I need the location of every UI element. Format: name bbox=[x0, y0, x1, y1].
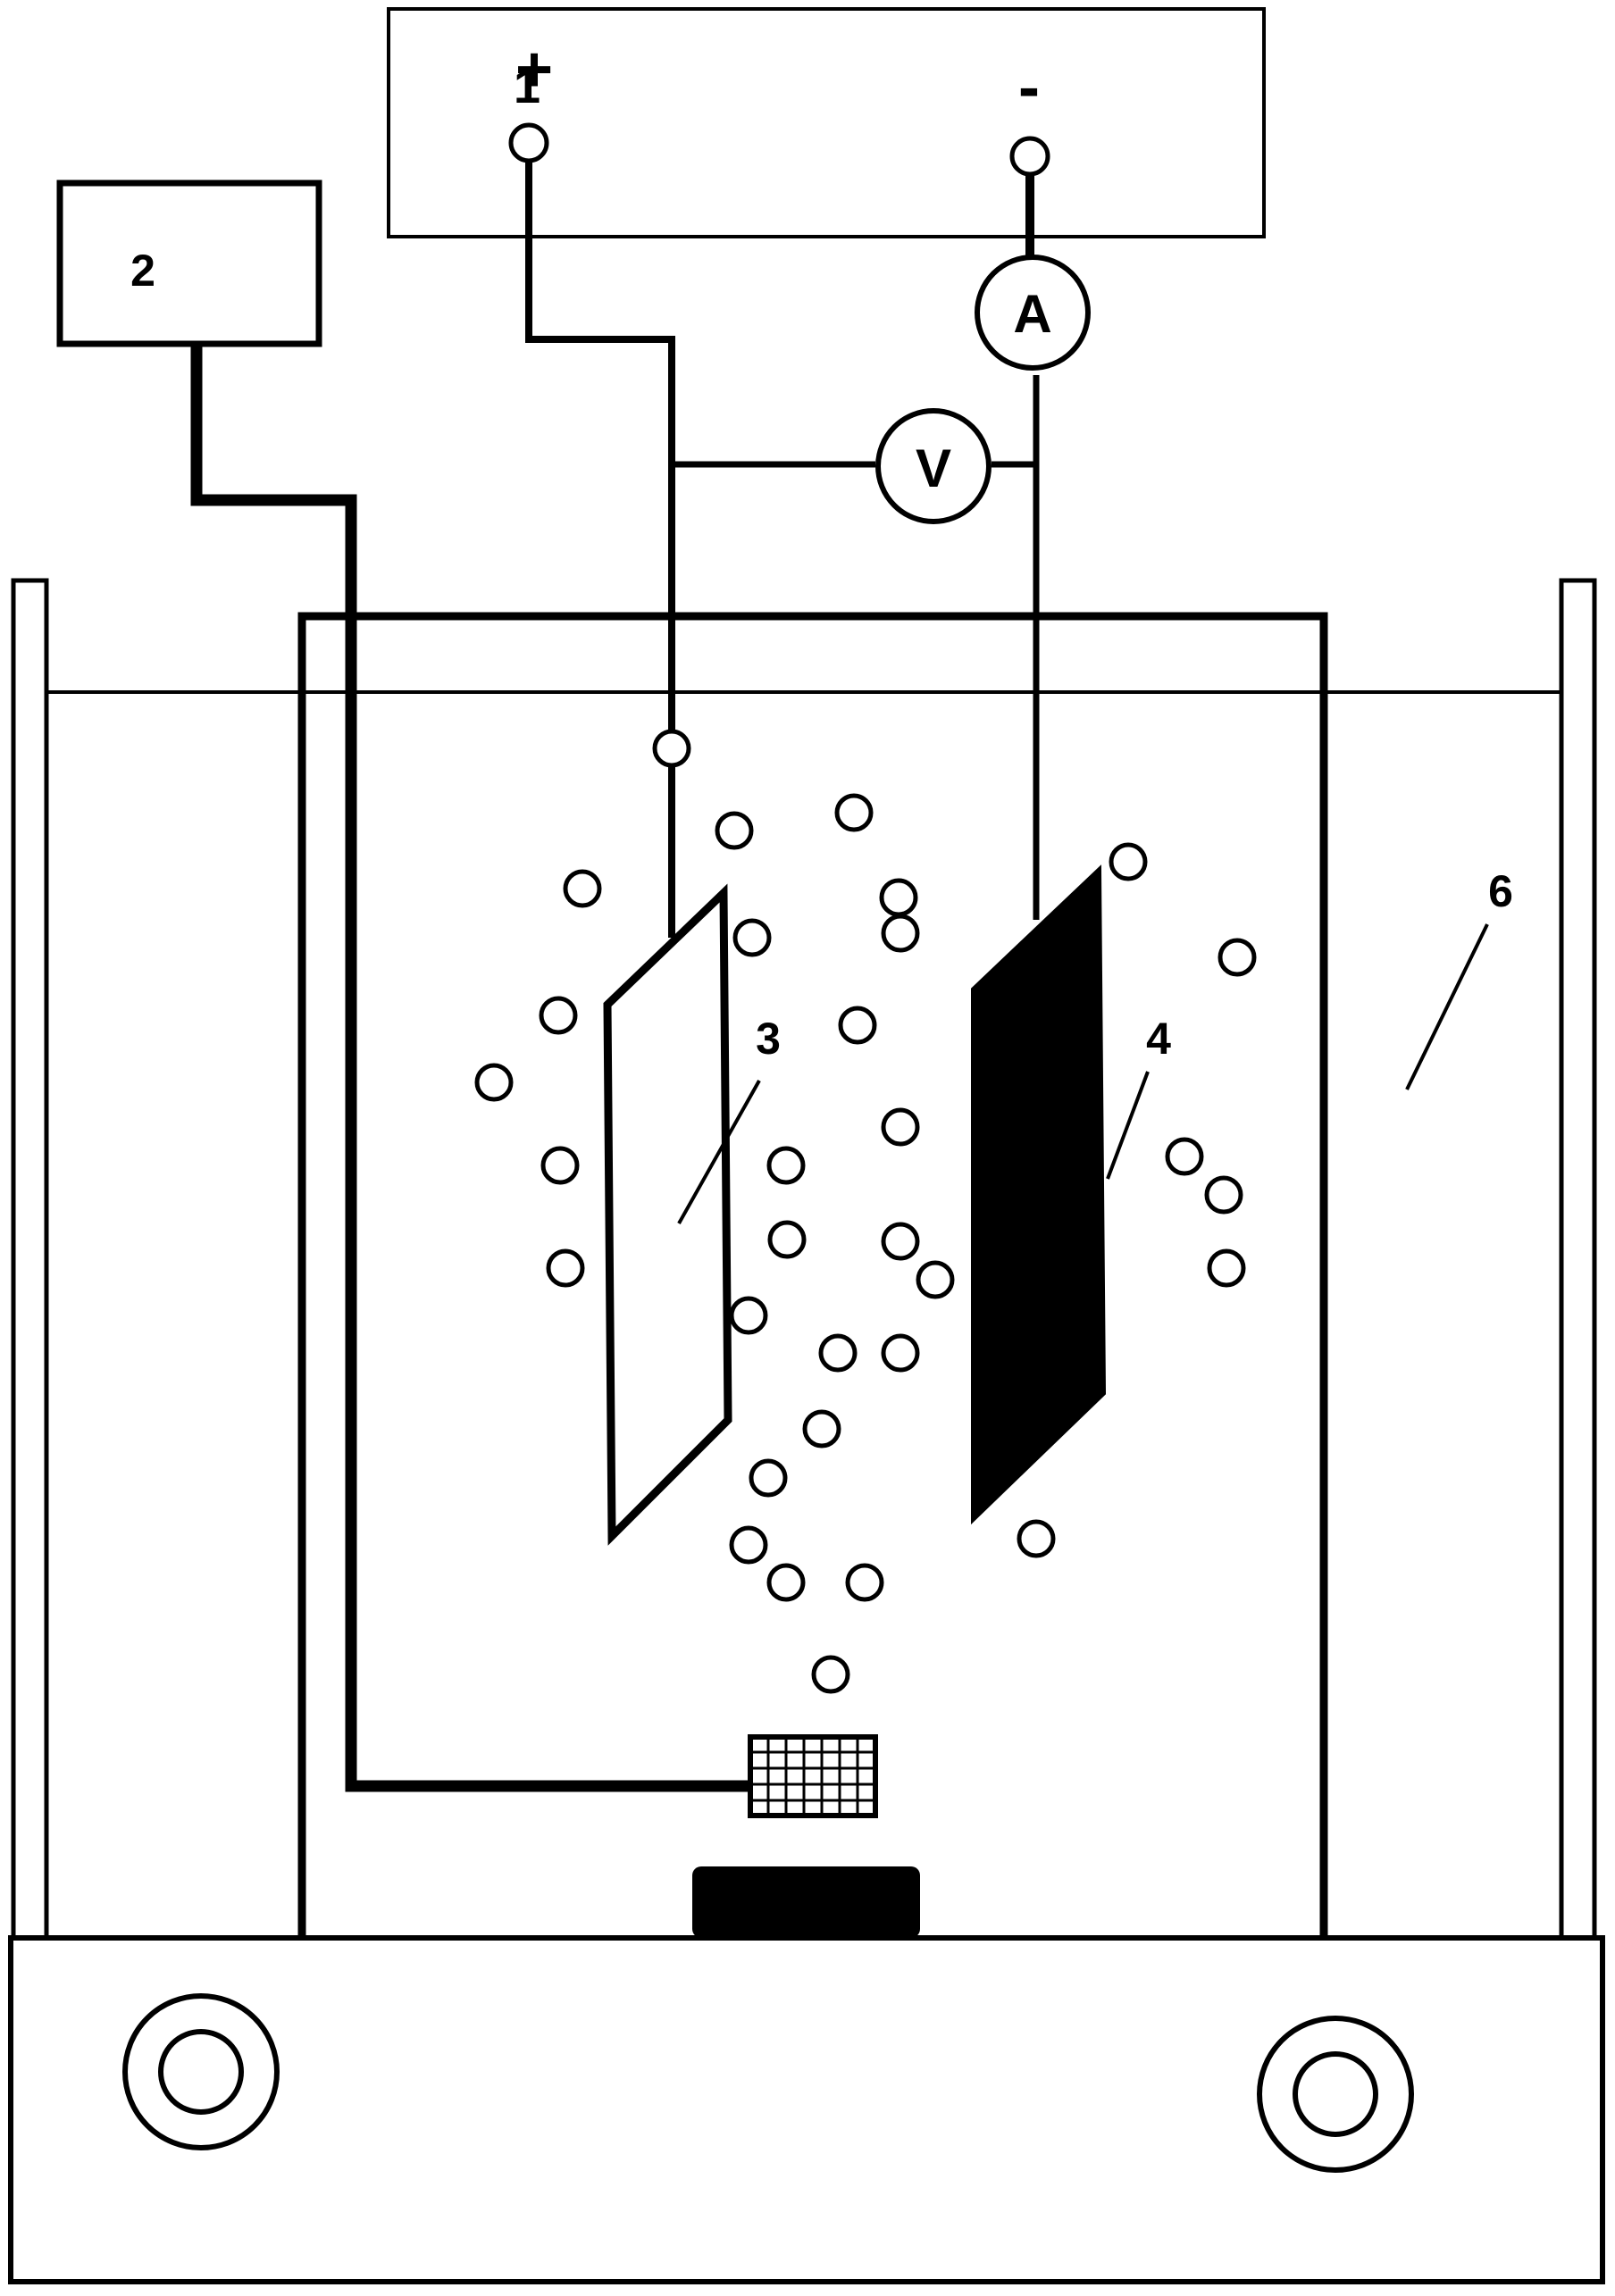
label-gas-source: 2 bbox=[130, 246, 155, 296]
positive-lead-wire bbox=[525, 161, 675, 938]
stirrer-base bbox=[8, 1935, 1605, 2284]
bubble bbox=[546, 1248, 585, 1288]
bubble bbox=[767, 1220, 807, 1259]
positive-terminal-icon bbox=[508, 122, 549, 163]
bubble bbox=[732, 918, 772, 957]
voltmeter-symbol: V bbox=[916, 438, 951, 498]
bubble bbox=[539, 996, 578, 1035]
bubble bbox=[715, 811, 754, 850]
bubble bbox=[729, 1525, 768, 1565]
label-water-bath: 6 bbox=[1488, 866, 1513, 916]
bubble bbox=[916, 1260, 955, 1299]
label-power-supply: 1 bbox=[514, 60, 540, 113]
right-knob-icon bbox=[1257, 2016, 1414, 2173]
bubble bbox=[881, 1107, 920, 1147]
bubble bbox=[563, 869, 602, 908]
label-anode-plate: 3 bbox=[756, 1014, 781, 1064]
bubble bbox=[1109, 842, 1148, 881]
bubble bbox=[749, 1458, 788, 1498]
bubble bbox=[881, 1333, 920, 1373]
bubble bbox=[802, 1409, 841, 1449]
bubble bbox=[818, 1333, 858, 1373]
bubble bbox=[652, 729, 691, 768]
negative-terminal-sign: - bbox=[1018, 52, 1040, 123]
voltmeter: V bbox=[875, 408, 992, 524]
positive-terminal-sign: + bbox=[515, 34, 553, 105]
bubble bbox=[540, 1146, 580, 1185]
power-supply-box: 1 + - bbox=[387, 7, 1266, 238]
bubble bbox=[766, 1146, 806, 1185]
bath-right-wall bbox=[1559, 578, 1597, 1941]
ammeter: A bbox=[975, 255, 1091, 371]
bubble bbox=[766, 1563, 806, 1602]
left-knob-icon bbox=[122, 1993, 280, 2150]
electrolytic-cell bbox=[297, 612, 1328, 1938]
bubble bbox=[1165, 1137, 1204, 1176]
bubble bbox=[838, 1006, 877, 1045]
leader-line-anode bbox=[677, 1080, 761, 1224]
bubble bbox=[845, 1563, 884, 1602]
bubble bbox=[1218, 938, 1257, 977]
bubble bbox=[1207, 1248, 1246, 1288]
gas-bubbles bbox=[474, 729, 1257, 1694]
anode-plate: 3 bbox=[603, 883, 781, 1546]
bubble bbox=[834, 793, 874, 832]
voltmeter-icon bbox=[875, 408, 992, 524]
bubble bbox=[729, 1296, 768, 1335]
leader-line-cathode bbox=[1106, 1071, 1150, 1180]
bubble bbox=[1017, 1519, 1056, 1558]
leader-line-bath bbox=[1405, 923, 1489, 1090]
ammeter-symbol: A bbox=[1013, 284, 1051, 344]
gas-feed-tube bbox=[190, 344, 750, 1792]
bubble bbox=[1204, 1175, 1243, 1215]
bath-left-wall bbox=[11, 578, 49, 1941]
bubble bbox=[474, 1063, 514, 1102]
gas-diffuser bbox=[748, 1734, 878, 1818]
gas-source-box: 2 bbox=[56, 180, 322, 347]
label-cathode-plate: 4 bbox=[1146, 1014, 1171, 1064]
negative-terminal-icon bbox=[1009, 136, 1050, 177]
bubble bbox=[881, 1222, 920, 1261]
cathode-plate: 4 bbox=[971, 864, 1171, 1525]
bubble bbox=[881, 914, 920, 953]
ammeter-icon bbox=[975, 255, 1091, 371]
bubble bbox=[879, 878, 918, 917]
bubble bbox=[811, 1655, 850, 1694]
